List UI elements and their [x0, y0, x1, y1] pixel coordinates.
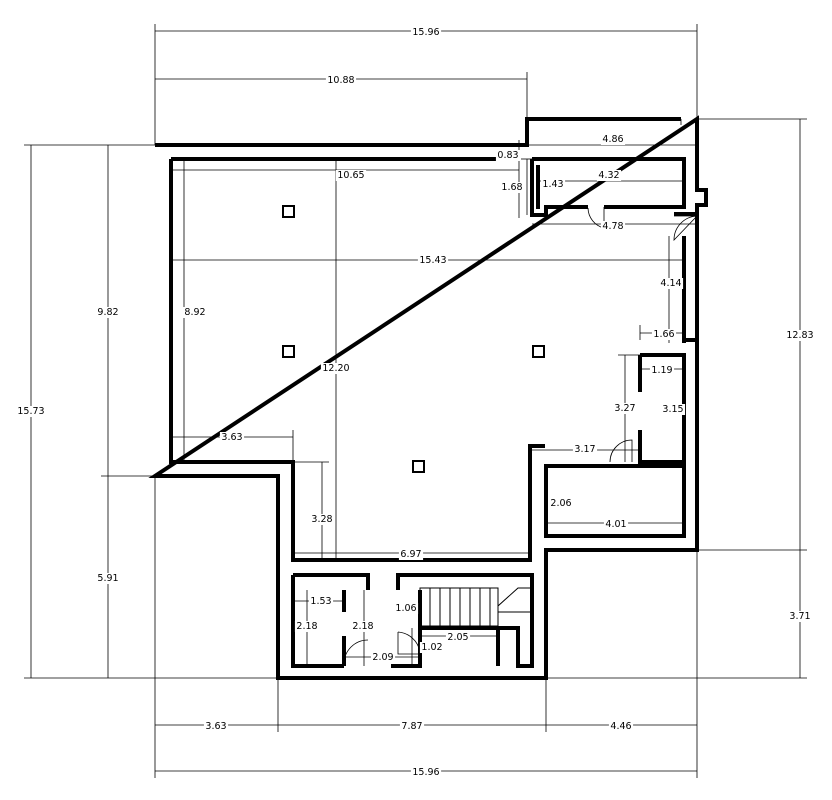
dim-right-stub: 1.66 [653, 329, 674, 340]
staircase [419, 587, 532, 627]
dim-bottom-mid: 7.87 [401, 721, 422, 732]
label-backing [203, 721, 229, 732]
label-backing [350, 621, 376, 632]
label-backing [335, 170, 367, 181]
label-backing [219, 432, 245, 443]
dim-bath-width: 1.53 [310, 596, 331, 607]
dim-bath-height-left: 2.18 [296, 621, 317, 632]
label-backing [660, 404, 686, 415]
dim-closet-height-right: 3.15 [662, 404, 683, 415]
label-backing [445, 632, 471, 643]
dim-balcony-inner: 4.32 [598, 170, 619, 181]
column [532, 345, 545, 358]
dim-corridor: 4.78 [602, 221, 623, 232]
label-backing [540, 179, 566, 190]
label-backing [419, 642, 445, 653]
dim-full-inner-width: 15.43 [419, 255, 446, 266]
dim-closet-width: 1.19 [651, 365, 672, 376]
dim-lower-left-height: 3.28 [311, 514, 332, 525]
label-backing [410, 767, 442, 778]
dim-left-total: 15.73 [17, 406, 44, 417]
dim-left-lower: 5.91 [97, 573, 118, 584]
dim-bottom-total: 15.96 [412, 767, 439, 778]
label-backing [499, 182, 525, 193]
label-backing [95, 307, 121, 318]
label-backing [651, 329, 677, 340]
dim-stair-step: 1.02 [421, 642, 442, 653]
dim-left-upper: 9.82 [97, 307, 118, 318]
label-backing [596, 170, 622, 181]
dim-room-right-height: 2.06 [550, 498, 571, 509]
dim-balcony-height-inner: 1.43 [542, 179, 563, 190]
label-backing [608, 721, 634, 732]
label-backing [398, 549, 424, 560]
label-backing [95, 573, 121, 584]
dim-center-height: 12.20 [322, 363, 349, 374]
label-backing [572, 444, 598, 455]
label-backing [320, 363, 352, 374]
dim-right-upper: 12.83 [786, 330, 813, 341]
label-backing [649, 365, 675, 376]
label-backing [658, 278, 684, 289]
dim-stair-height: 1.06 [395, 603, 416, 614]
dim-closet-height-left: 3.27 [614, 403, 635, 414]
dim-left-height: 8.92 [184, 307, 205, 318]
label-backing [600, 134, 626, 145]
label-backing [417, 255, 449, 266]
dim-main-width-inner: 10.65 [337, 170, 364, 181]
dim-room-right-width: 4.01 [605, 519, 626, 530]
label-backing [410, 27, 442, 38]
label-backing [612, 403, 638, 414]
dimension-lines [24, 24, 807, 778]
column [282, 345, 295, 358]
columns [282, 205, 545, 473]
dim-lower-width: 6.97 [400, 549, 421, 560]
label-backing [784, 330, 816, 341]
column [282, 205, 295, 218]
dim-left-offset: 3.63 [221, 432, 242, 443]
dim-right-wall-seg: 4.14 [660, 278, 681, 289]
dim-bath-bottom: 2.09 [372, 652, 393, 663]
dim-step-small: 0.83 [497, 150, 518, 161]
label-backing [15, 406, 47, 417]
column [412, 460, 425, 473]
label-backing [308, 596, 334, 607]
dim-bath-height-right: 2.18 [352, 621, 373, 632]
dim-top-left: 10.88 [327, 75, 354, 86]
label-backing [399, 721, 425, 732]
label-backing [182, 307, 208, 318]
label-backing [495, 150, 521, 161]
dim-right-lower: 3.71 [789, 611, 810, 622]
dim-bottom-left: 3.63 [205, 721, 226, 732]
label-backing [603, 519, 629, 530]
label-backing [370, 652, 396, 663]
label-backing [393, 603, 419, 614]
dim-stair-width: 2.05 [447, 632, 468, 643]
dim-door-gap: 3.17 [574, 444, 595, 455]
dim-bottom-right: 4.46 [610, 721, 631, 732]
dim-top-total: 15.96 [412, 27, 439, 38]
label-backing [325, 75, 357, 86]
dimension-labels: 15.96 10.88 4.86 0.83 4.32 1.68 1.43 10.… [15, 27, 816, 778]
label-backing [294, 621, 320, 632]
label-backing [600, 221, 626, 232]
dim-balcony-height-outer: 1.68 [501, 182, 522, 193]
label-backing [309, 514, 335, 525]
label-backing [548, 498, 574, 509]
doors [343, 207, 698, 665]
label-backing [787, 611, 813, 622]
dim-top-right: 4.86 [602, 134, 623, 145]
